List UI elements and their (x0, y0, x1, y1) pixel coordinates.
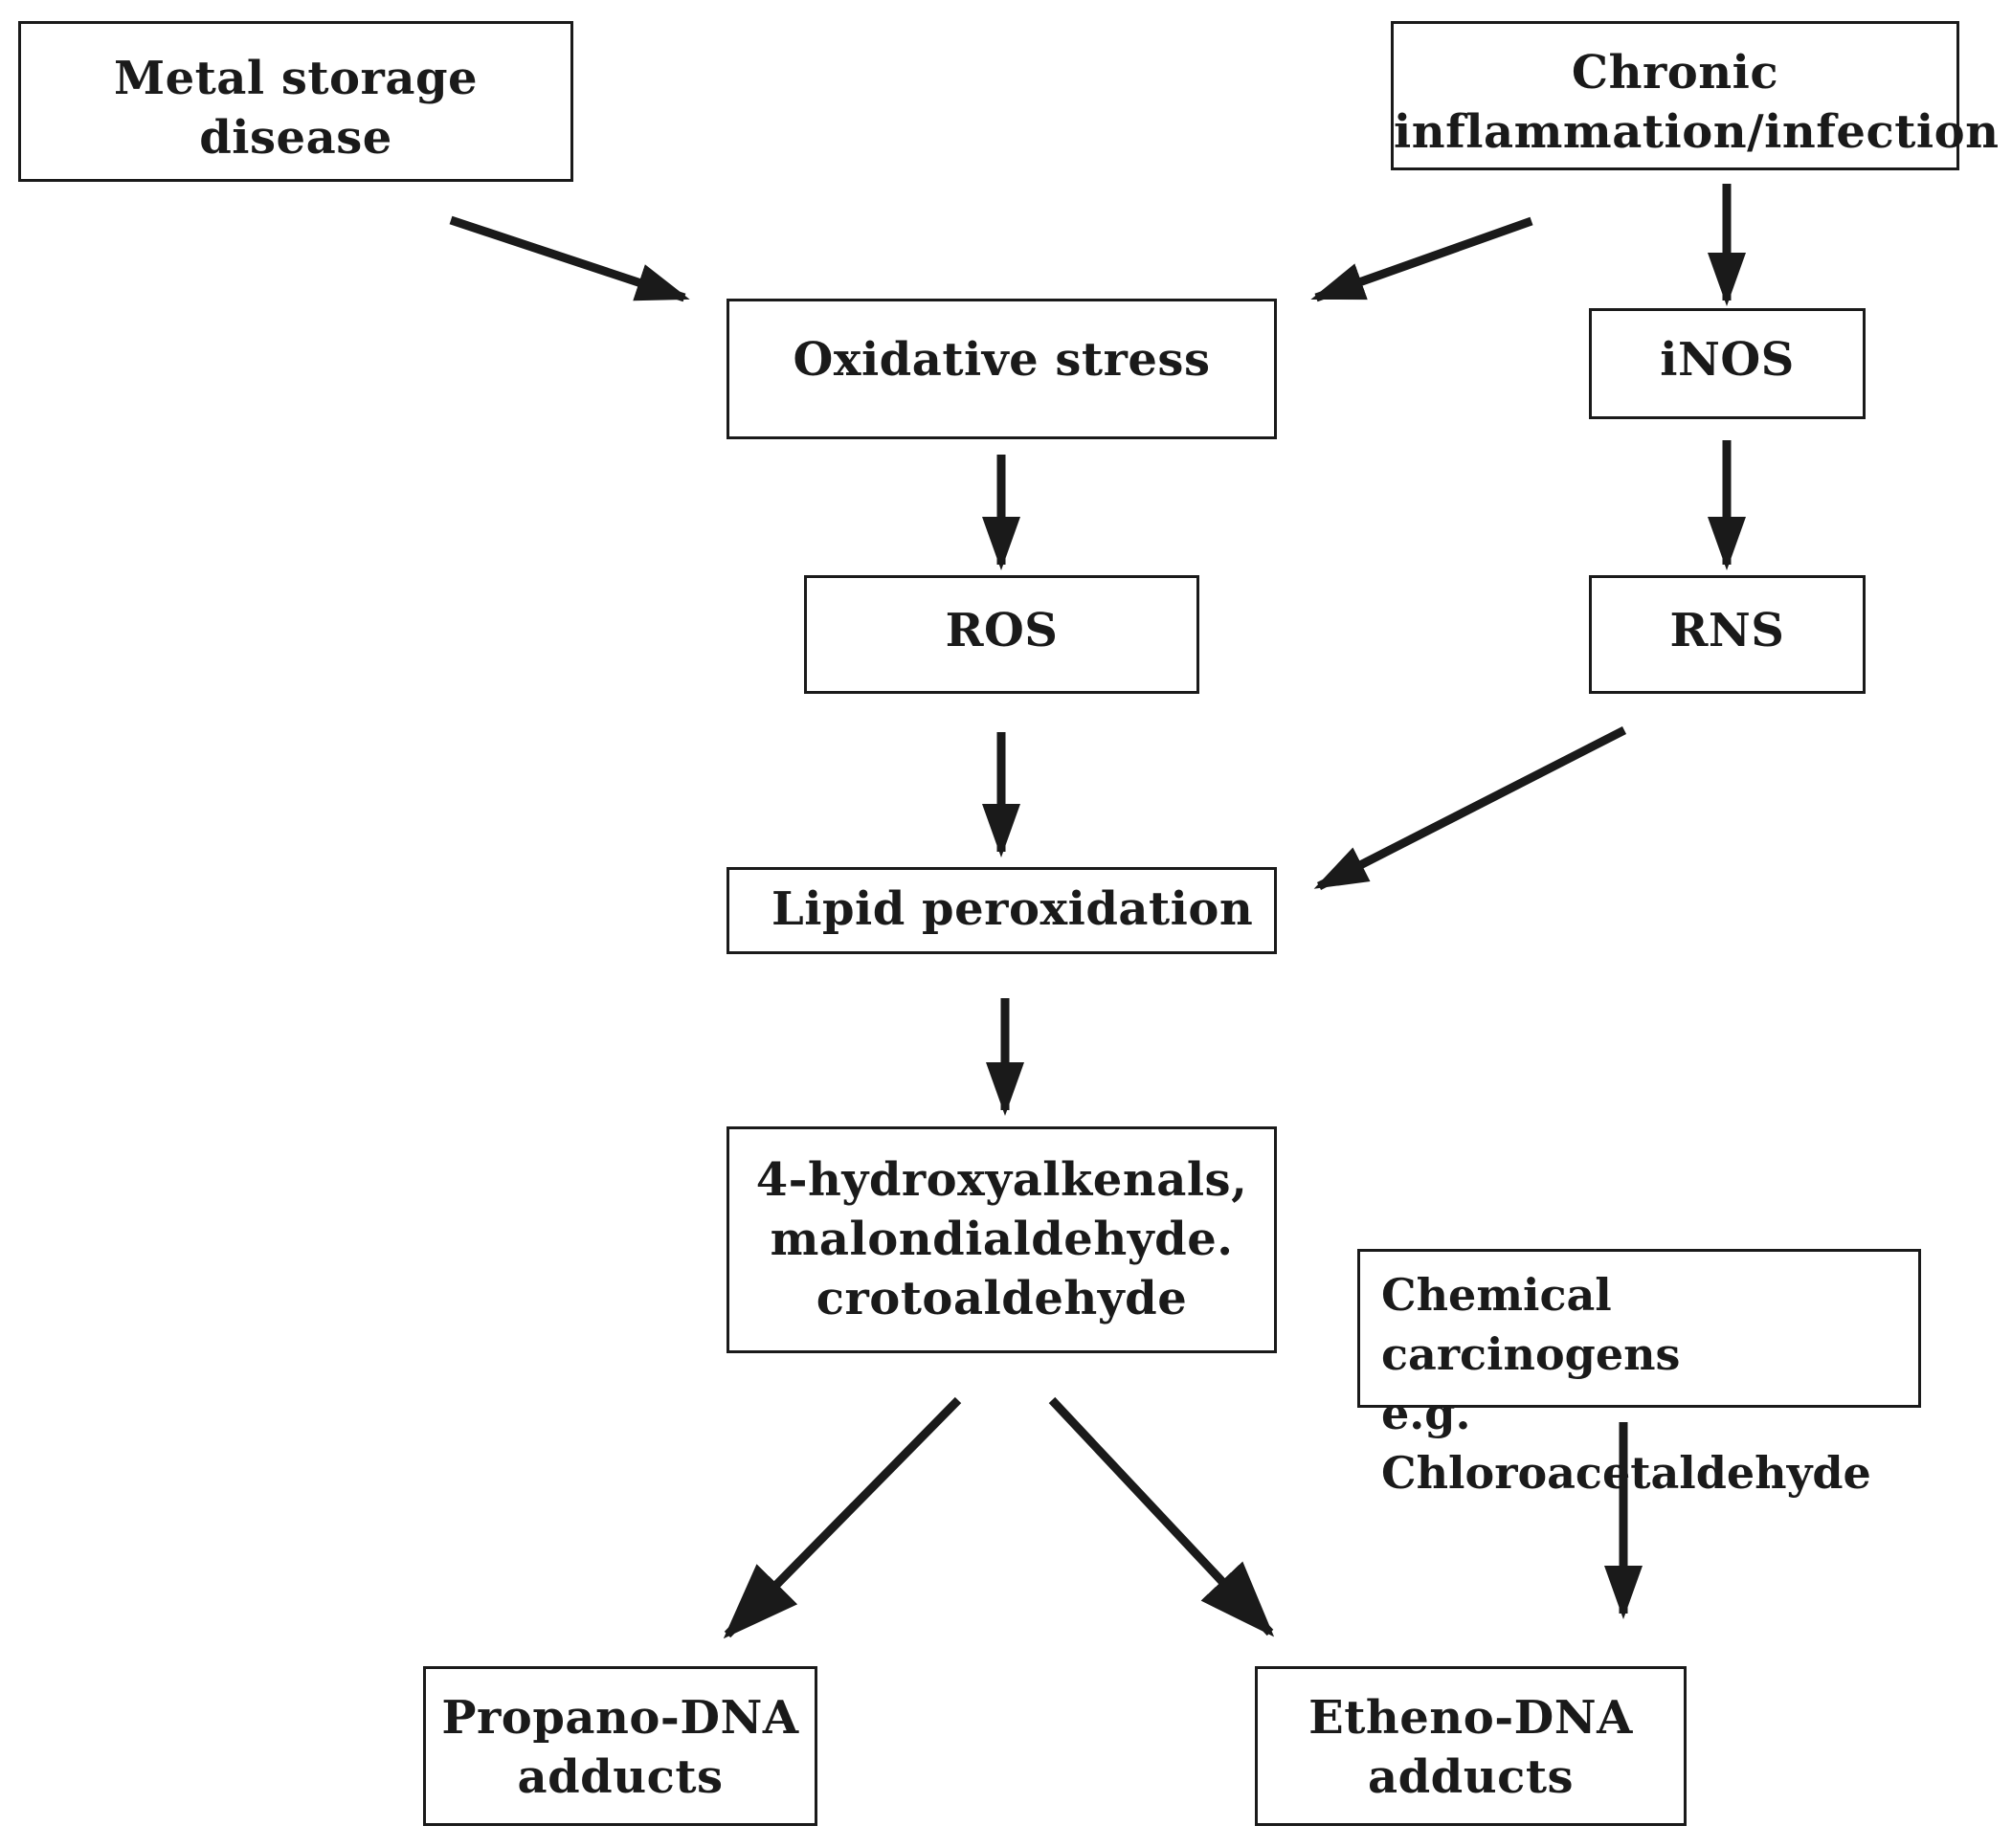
oxidative-stress-box: Oxidative stress (727, 299, 1277, 439)
aldehydes-label: 4-hydroxyalkenals, malondialdehyde. crot… (755, 1153, 1248, 1325)
arrow-metal-to-oxidative (449, 215, 690, 302)
chronic-inflammation-box: Chronic inflammation/infection (1391, 21, 2000, 170)
aldehydes-box: 4-hydroxyalkenals, malondialdehyde. crot… (727, 1126, 1277, 1353)
inos-box: iNOS (1589, 308, 1866, 419)
rns-box: RNS (1589, 575, 1866, 694)
arrow-aldehydes-to-etheno (1048, 1396, 1275, 1637)
ros-label: ROS (945, 604, 1059, 657)
inos-label: iNOS (1660, 333, 1795, 387)
rns-label: RNS (1669, 604, 1785, 657)
arrow-aldehydes-to-propano (723, 1396, 962, 1639)
etheno-dna-adducts-label: Etheno-DNA adducts (1308, 1691, 1633, 1804)
arrow-inflammation-to-oxidative (1310, 216, 1533, 302)
metal-storage-disease-label: Metal storage disease (113, 52, 479, 165)
propano-dna-adducts-label: Propano-DNA adducts (441, 1691, 799, 1804)
chronic-inflammation-label: Chronic inflammation/infection (1394, 46, 2000, 159)
etheno-dna-adducts-box: Etheno-DNA adducts (1255, 1666, 1687, 1826)
lipid-peroxidation-box: Lipid peroxidation (727, 867, 1277, 954)
arrow-rns-to-lipid (1313, 725, 1627, 891)
lipid-peroxidation-label: Lipid peroxidation (771, 882, 1254, 936)
metal-storage-disease-box: Metal storage disease (18, 21, 573, 182)
propano-dna-adducts-box: Propano-DNA adducts (423, 1666, 817, 1826)
ros-box: ROS (804, 575, 1199, 694)
oxidative-stress-label: Oxidative stress (793, 333, 1211, 387)
